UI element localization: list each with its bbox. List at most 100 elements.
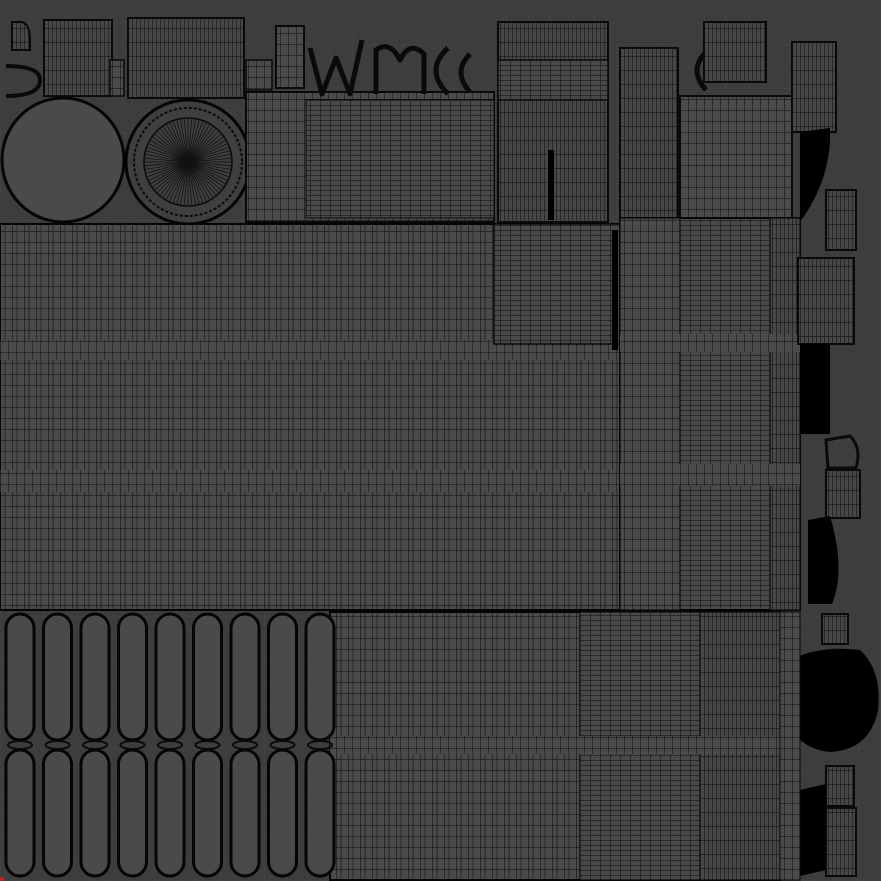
radial-spoke	[176, 161, 189, 205]
radial-spoke	[187, 136, 225, 163]
radial-spoke	[187, 161, 222, 191]
radial-spoke	[144, 161, 189, 167]
curl-strip	[5, 64, 43, 98]
radial-spoke	[172, 161, 189, 204]
radial-spoke	[169, 161, 189, 203]
left-disc	[0, 96, 126, 224]
radial-spoke	[151, 136, 189, 163]
radial-spoke	[187, 161, 227, 185]
right-column-sheet	[619, 217, 801, 611]
radial-spoke	[154, 161, 189, 191]
radial-spoke	[187, 119, 200, 163]
radial-spoke	[187, 161, 211, 201]
radial-disc	[124, 98, 252, 226]
radial-spoke	[156, 161, 189, 194]
letter-strip-w	[307, 39, 365, 97]
radial-spoke	[145, 161, 189, 174]
letter-strip-c1	[433, 46, 450, 96]
capsule-island	[192, 748, 223, 878]
radial-spoke	[187, 133, 222, 163]
capsule-island	[79, 612, 111, 742]
top-center-sheet	[245, 25, 495, 223]
lower-grid-sheet	[329, 611, 801, 881]
radial-spoke	[165, 123, 189, 163]
radial-spoke	[187, 118, 193, 163]
radial-spoke	[183, 118, 189, 163]
radial-spoke	[176, 119, 189, 163]
radial-spoke	[146, 161, 189, 178]
right-edge-solids	[797, 128, 861, 877]
capsule-connector	[232, 740, 258, 750]
capsule-island	[4, 612, 36, 742]
radial-spoke	[144, 153, 189, 163]
radial-spoke	[145, 150, 189, 163]
radial-spoke	[156, 130, 189, 163]
disc-islands	[0, 96, 879, 752]
radial-spoke	[187, 161, 232, 171]
letter-strip-m	[373, 44, 427, 94]
letter-strips	[307, 39, 708, 97]
capsule-connector	[7, 740, 33, 750]
radial-spoke	[187, 161, 230, 178]
capsule-island	[267, 612, 298, 742]
capsule-island	[154, 748, 186, 878]
capsule-connector	[269, 740, 296, 750]
radial-spoke	[187, 128, 217, 163]
radial-spoke	[159, 161, 189, 196]
radial-spoke	[187, 143, 229, 163]
radial-spoke	[144, 157, 189, 163]
capsule-island	[42, 612, 73, 742]
capsule-island	[42, 748, 73, 878]
capsule-connector	[194, 740, 221, 750]
radial-spoke	[179, 161, 189, 206]
radial-spoke	[169, 121, 189, 163]
radial-spoke	[149, 139, 189, 163]
strip-block-1	[43, 19, 113, 97]
strip-block-3	[109, 59, 125, 97]
radial-spoke	[187, 123, 211, 163]
radial-spoke	[165, 161, 189, 201]
radial-spoke	[187, 161, 220, 194]
radial-spoke	[187, 139, 227, 163]
radial-spoke	[187, 161, 197, 206]
radial-spoke	[187, 161, 225, 188]
radial-spoke	[187, 121, 207, 163]
radial-spoke	[187, 161, 231, 174]
radial-spoke	[154, 133, 189, 163]
uv-origin-marker	[0, 877, 4, 881]
right-hook	[824, 434, 860, 470]
top-left-strips	[5, 17, 245, 99]
radial-spoke	[187, 161, 204, 204]
radial-spoke	[179, 118, 189, 163]
radial-spoke	[147, 161, 189, 181]
radial-spoke	[146, 146, 189, 163]
radial-spoke	[151, 161, 189, 188]
radial-spoke	[187, 157, 232, 163]
capsule-connector	[119, 740, 146, 750]
capsule-island	[117, 612, 148, 742]
radial-spoke	[149, 161, 189, 185]
hook-strip	[11, 21, 31, 51]
right-blob-disc	[784, 648, 879, 752]
capsule-island	[4, 748, 36, 878]
radial-spoke	[187, 161, 214, 199]
capsule-islands	[4, 612, 336, 878]
radial-spoke	[187, 161, 217, 196]
capsule-island	[304, 748, 336, 878]
radial-spoke	[172, 120, 189, 163]
radial-spoke	[187, 161, 193, 206]
radial-spoke	[159, 128, 189, 163]
capsule-island	[267, 748, 298, 878]
letter-strip-c2	[458, 52, 472, 94]
radial-spoke	[144, 161, 189, 171]
capsule-island	[117, 748, 148, 878]
radial-spoke	[187, 150, 231, 163]
radial-spoke	[187, 125, 214, 163]
capsule-island	[304, 612, 336, 742]
capsule-connector	[307, 740, 333, 750]
radial-spoke	[187, 118, 197, 163]
radial-spoke	[187, 153, 232, 163]
radial-spoke	[162, 125, 189, 163]
radial-spoke	[147, 143, 189, 163]
